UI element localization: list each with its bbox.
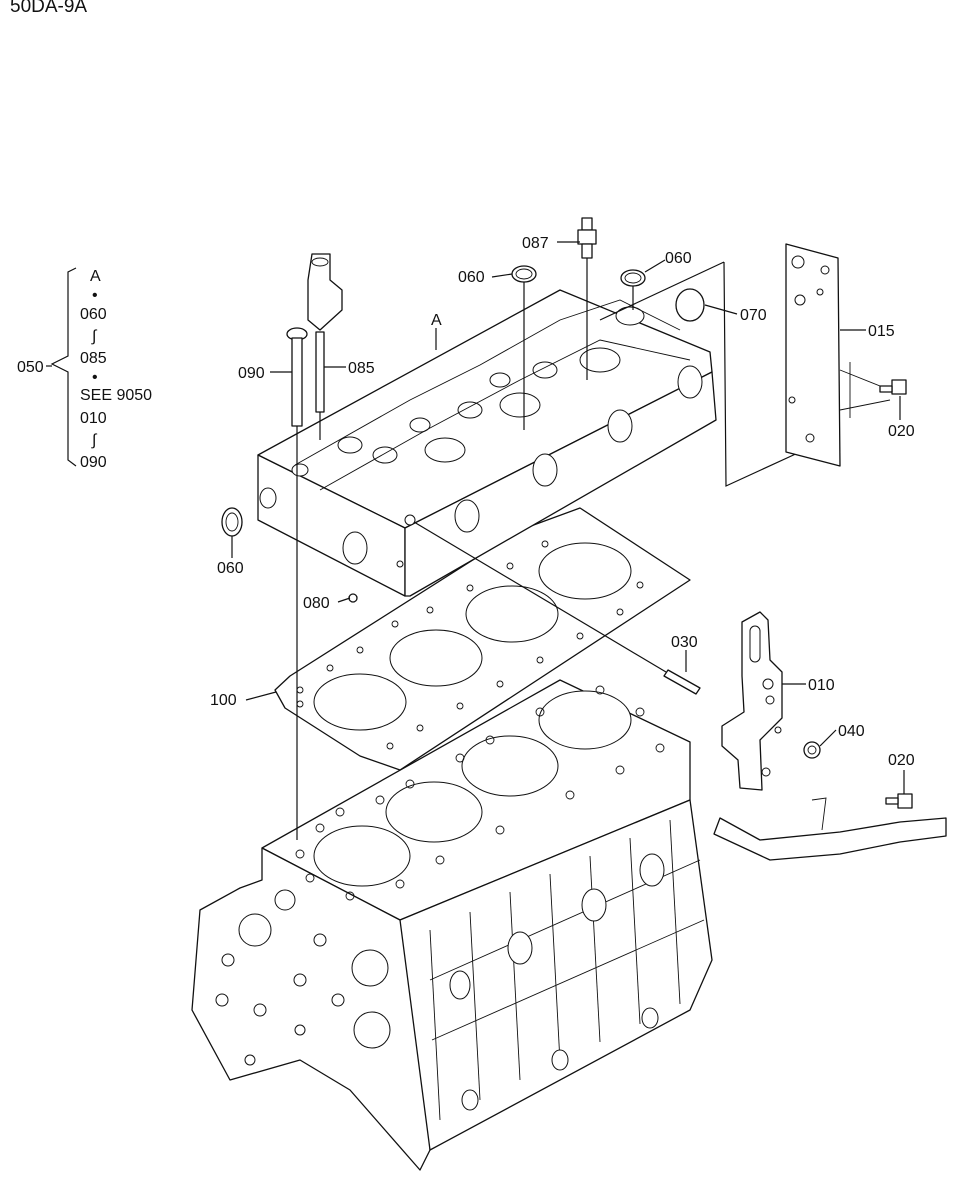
callout-020-top: 020 bbox=[888, 423, 915, 440]
group-line-8: ∫ bbox=[91, 432, 98, 449]
pipe bbox=[713, 817, 947, 861]
stud-030 bbox=[413, 521, 701, 695]
group-line-7: 010 bbox=[80, 410, 107, 427]
group-line-3: ∫ bbox=[91, 328, 98, 345]
callout-070: 070 bbox=[740, 307, 767, 324]
group-line-4: 085 bbox=[80, 350, 107, 367]
group-line-9: 090 bbox=[80, 454, 107, 471]
group-line-6: SEE 9050 bbox=[80, 387, 152, 404]
sensor-087 bbox=[577, 217, 597, 380]
rocker-085 bbox=[307, 253, 343, 440]
cylinder-head bbox=[257, 289, 717, 597]
page-title: 50DA-9A bbox=[10, 0, 87, 17]
callout-100: 100 bbox=[210, 692, 237, 709]
callout-015: 015 bbox=[868, 323, 895, 340]
callout-020-bottom: 020 bbox=[888, 752, 915, 769]
leader-lines bbox=[231, 241, 905, 840]
plate-015 bbox=[785, 243, 891, 467]
callout-087: 087 bbox=[522, 235, 549, 252]
callout-085: 085 bbox=[348, 360, 375, 377]
nut-040 bbox=[803, 741, 821, 759]
callout-060-top-left: 060 bbox=[458, 269, 485, 286]
callout-010: 010 bbox=[808, 677, 835, 694]
callout-060-left: 060 bbox=[217, 560, 244, 577]
group-line-2: 060 bbox=[80, 306, 107, 323]
group-line-0: A bbox=[90, 268, 101, 285]
bolt-090 bbox=[286, 327, 308, 460]
callout-040: 040 bbox=[838, 723, 865, 740]
callout-060-top-right: 060 bbox=[665, 250, 692, 267]
group-line-5: • bbox=[92, 369, 98, 386]
group-bracket-050: 050 A • 060 ∫ 085 • SEE 9050 010 ∫ 090 bbox=[17, 267, 152, 471]
seal-060-left bbox=[221, 507, 243, 537]
callout-030: 030 bbox=[671, 634, 698, 651]
plug-070 bbox=[675, 288, 705, 322]
engine-block bbox=[191, 679, 713, 1171]
bolt-020-bottom bbox=[885, 793, 913, 809]
callout-080: 080 bbox=[303, 595, 330, 612]
callout-090: 090 bbox=[238, 365, 265, 382]
head-gasket bbox=[274, 507, 691, 771]
label-a: A bbox=[431, 312, 442, 329]
group-line-1: • bbox=[92, 287, 98, 304]
bracket-010 bbox=[721, 611, 783, 791]
bolt-020-top bbox=[879, 379, 907, 395]
nut-080 bbox=[348, 593, 358, 603]
group-number: 050 bbox=[17, 359, 44, 376]
